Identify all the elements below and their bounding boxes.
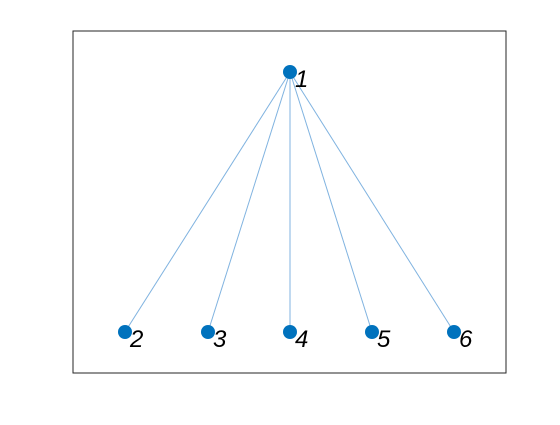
node-label-2: 2: [129, 326, 143, 353]
nodes-layer: [118, 65, 461, 339]
node-3: [201, 325, 215, 339]
node-1: [283, 65, 297, 79]
edge-1-5: [289, 71, 373, 333]
edge-1-6: [289, 71, 455, 333]
node-5: [365, 325, 379, 339]
node-6: [447, 325, 461, 339]
node-label-6: 6: [459, 326, 473, 353]
node-label-3: 3: [213, 326, 227, 353]
edges-layer: [124, 71, 455, 333]
node-label-4: 4: [295, 326, 308, 353]
node-4: [283, 325, 297, 339]
edge-1-2: [124, 71, 291, 333]
labels-layer: 1 2 3 4 5 6: [129, 66, 473, 353]
node-2: [118, 325, 132, 339]
node-label-5: 5: [377, 326, 391, 353]
edge-1-3: [207, 71, 291, 333]
node-label-1: 1: [295, 66, 308, 93]
